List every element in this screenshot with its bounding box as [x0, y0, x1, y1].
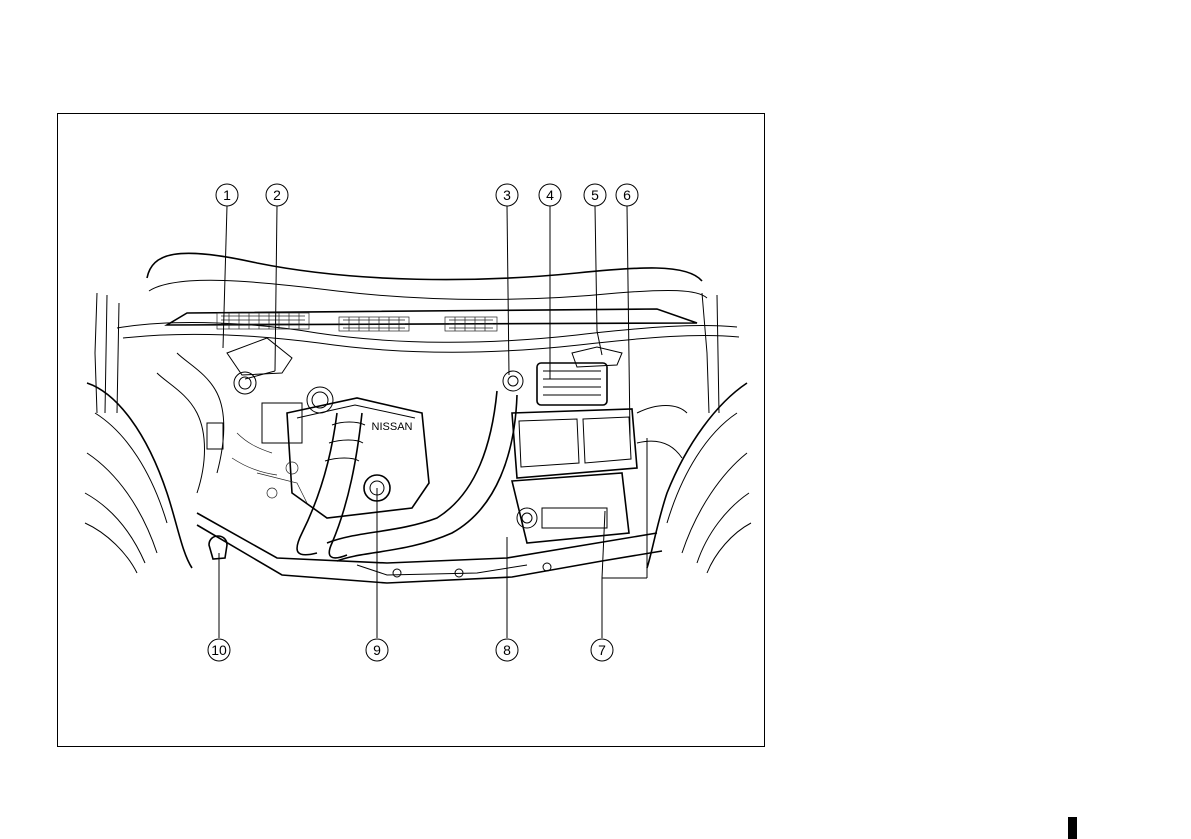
left-engine-components — [157, 338, 333, 503]
callout-5: 5 — [584, 184, 606, 206]
callout-10: 10 — [208, 639, 230, 661]
callout-3: 3 — [496, 184, 518, 206]
right-engine-components — [503, 347, 687, 543]
engine-cover: NISSAN — [287, 398, 429, 518]
svg-text:1: 1 — [223, 187, 231, 203]
svg-text:2: 2 — [273, 187, 281, 203]
svg-text:4: 4 — [546, 187, 554, 203]
callout-4: 4 — [539, 184, 561, 206]
callout-7: 7 — [591, 639, 613, 661]
svg-text:5: 5 — [591, 187, 599, 203]
callout-1: 1 — [216, 184, 238, 206]
callout-8: 8 — [496, 639, 518, 661]
callout-6: 6 — [616, 184, 638, 206]
callout-2: 2 — [266, 184, 288, 206]
svg-text:10: 10 — [211, 642, 227, 658]
svg-text:9: 9 — [373, 642, 381, 658]
cowl-panel — [117, 253, 739, 352]
cowl-grille — [217, 313, 497, 331]
reservoir-cap — [209, 536, 227, 559]
svg-text:8: 8 — [503, 642, 511, 658]
svg-text:6: 6 — [623, 187, 631, 203]
engine-cover-brand: NISSAN — [372, 421, 413, 433]
svg-text:7: 7 — [598, 642, 606, 658]
svg-text:3: 3 — [503, 187, 511, 203]
page-thumb-tab — [1068, 817, 1077, 839]
engine-bay-illustration: NISSAN — [57, 113, 765, 747]
front-crossmember — [197, 513, 662, 583]
callout-9: 9 — [366, 639, 388, 661]
